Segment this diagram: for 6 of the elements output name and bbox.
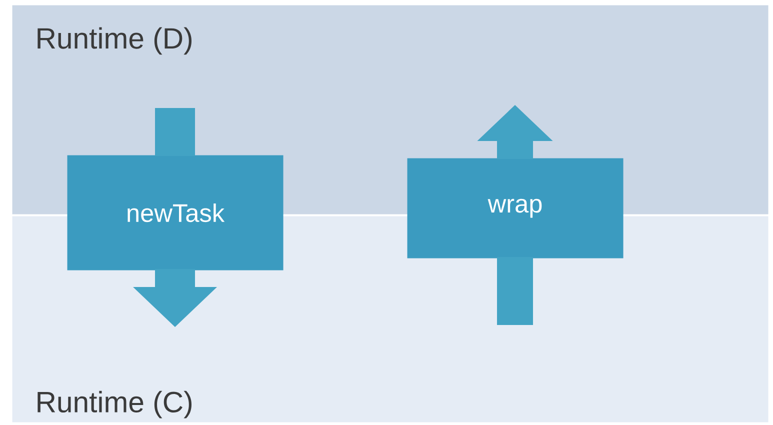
block-arrow [477,105,553,159]
function-box: wrap [407,158,624,258]
connector [155,108,195,156]
block-arrow [133,269,217,327]
connector [497,257,533,325]
function-box: newTask [67,155,284,270]
